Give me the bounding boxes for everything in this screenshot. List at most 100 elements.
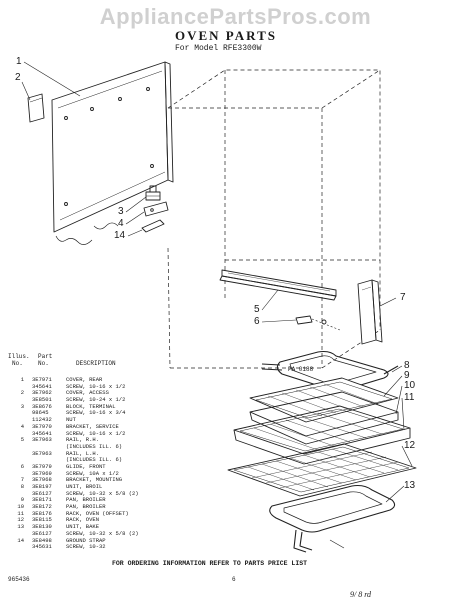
description-header: DESCRIPTION	[76, 360, 116, 367]
access-cover-part	[27, 93, 45, 123]
part-header-top: Part	[38, 353, 53, 360]
part-description: SCREW, 10-16 x 1/2	[66, 429, 126, 437]
illus-number: 7	[20, 476, 24, 484]
part-number: 3E7963	[32, 436, 52, 444]
oven-cavity-outline	[167, 69, 381, 369]
callout-6: 6	[254, 316, 260, 327]
service-bracket-part	[143, 201, 169, 217]
part-number: 3E6127	[32, 489, 52, 497]
callout-5: 5	[254, 304, 260, 315]
part-number: 3E8501	[32, 396, 52, 404]
part-description: SCREW, 10-16 x 1/2	[66, 382, 126, 390]
part-number: 3E7970	[32, 422, 52, 430]
part-number: 3E8171	[32, 496, 52, 504]
callout-1: 1	[16, 56, 22, 67]
callout-8: 8	[404, 360, 410, 371]
broiler-pan-grid-part	[249, 377, 399, 423]
callout-11: 11	[404, 392, 415, 403]
oven-rail-part	[219, 269, 337, 301]
part-number: 3E7963	[32, 449, 52, 457]
part-description: BLOCK, TERMINAL	[66, 402, 116, 410]
part-description: RAIL, L.H.	[66, 449, 100, 457]
broiler-pan-part	[249, 391, 399, 445]
part-description: RAIL, R.H.	[66, 436, 100, 444]
part-number: 98645	[32, 409, 49, 417]
mounting-bracket-part	[357, 279, 383, 345]
ordering-note: FOR ORDERING INFORMATION REFER TO PARTS …	[112, 560, 308, 567]
part-number: 3E8115	[32, 516, 52, 524]
part-number: 3E7969	[32, 469, 52, 477]
part-description: UNIT, BAKE	[66, 523, 100, 531]
callout-2: 2	[15, 72, 21, 83]
watermark: AppliancePartsPros.com	[99, 4, 372, 29]
part-description: COVER, REAR	[66, 376, 103, 383]
illus-header-top: Illus.	[8, 353, 30, 360]
leader-lines	[21, 61, 413, 503]
part-description: RACK, OVEN (OFFSET)	[66, 509, 129, 517]
part-number: 3E8498	[32, 536, 52, 544]
part-description: COVER, ACCESS	[66, 389, 109, 397]
part-description: GLIDE, FRONT	[66, 462, 106, 470]
part-description: SCREW, 10-16 x 3/4	[66, 409, 126, 417]
callout-13: 13	[404, 480, 416, 491]
part-number: 3E8176	[32, 509, 52, 517]
model-subtitle: For Model RFE3300W	[175, 44, 262, 53]
rear-cover-part	[51, 61, 174, 245]
part-description: RACK, OVEN	[66, 516, 100, 524]
document-number: 965436	[8, 576, 30, 583]
illus-number: 5	[20, 436, 24, 444]
part-description: (INCLUDES ILL. 6)	[66, 442, 123, 450]
handwritten-mark: 9/ 8 rd	[350, 590, 372, 599]
part-description: UNIT, BROIL	[66, 483, 103, 490]
part-description: SCREW, 10-32	[66, 543, 106, 551]
part-number: 345631	[32, 543, 52, 551]
part-number: 3E8130	[32, 523, 52, 531]
illus-number: 12	[17, 516, 24, 524]
part-description: PAN, BROILER	[66, 503, 106, 511]
callout-3: 3	[118, 206, 124, 217]
part-number: 345641	[32, 429, 52, 437]
part-description: NUT	[66, 416, 76, 424]
illus-header-bottom: No.	[12, 360, 23, 367]
callout-4: 4	[118, 218, 124, 229]
part-header-bottom: No.	[38, 360, 49, 367]
callout-7: 7	[400, 292, 406, 303]
callout-12: 12	[404, 440, 416, 451]
illus-number: 10	[17, 503, 24, 511]
page-number: 6	[232, 576, 236, 583]
part-number: 3E8172	[32, 503, 52, 511]
part-number: 345641	[32, 382, 52, 390]
part-description: GROUND STRAP	[66, 536, 106, 544]
part-description: (INCLUDES ILL. 6)	[66, 456, 123, 464]
illus-number: 14	[17, 536, 24, 544]
illus-number: 3	[20, 402, 24, 410]
callout-10: 10	[404, 380, 416, 391]
illus-number: 1	[20, 376, 24, 383]
part-number: 3E7979	[32, 462, 52, 470]
illus-number: 6	[20, 462, 24, 470]
part-number: 112432	[32, 416, 52, 424]
callout-14: 14	[114, 230, 126, 241]
oven-rack-part	[227, 443, 417, 497]
part-number: 3E6127	[32, 529, 52, 537]
figure-reference: PA 0188	[288, 366, 314, 373]
part-description: SCREW, 10-32 x 5/8 (2)	[66, 529, 139, 537]
illus-number: 13	[17, 523, 24, 531]
offset-oven-rack-part	[233, 405, 411, 465]
illus-number: 9	[20, 496, 24, 504]
part-number: 3E8676	[32, 402, 52, 410]
illus-number: 2	[20, 389, 24, 397]
part-number: 3E7962	[32, 389, 52, 397]
part-description: PAN, BROILER	[66, 496, 106, 504]
part-description: SCREW, 10-24 x 1/2	[66, 396, 126, 404]
terminal-block-part	[145, 185, 161, 201]
callout-9: 9	[404, 370, 410, 381]
page-title: OVEN PARTS	[175, 28, 278, 43]
part-number: 3E7968	[32, 476, 52, 484]
part-description: BRACKET, SERVICE	[66, 422, 119, 430]
part-description: SCREW, 10-32 x 5/8 (2)	[66, 489, 139, 497]
ground-strap-part	[141, 219, 165, 233]
front-glide-part	[295, 315, 341, 331]
part-description: SCREW, 10A x 1/2	[66, 469, 119, 477]
